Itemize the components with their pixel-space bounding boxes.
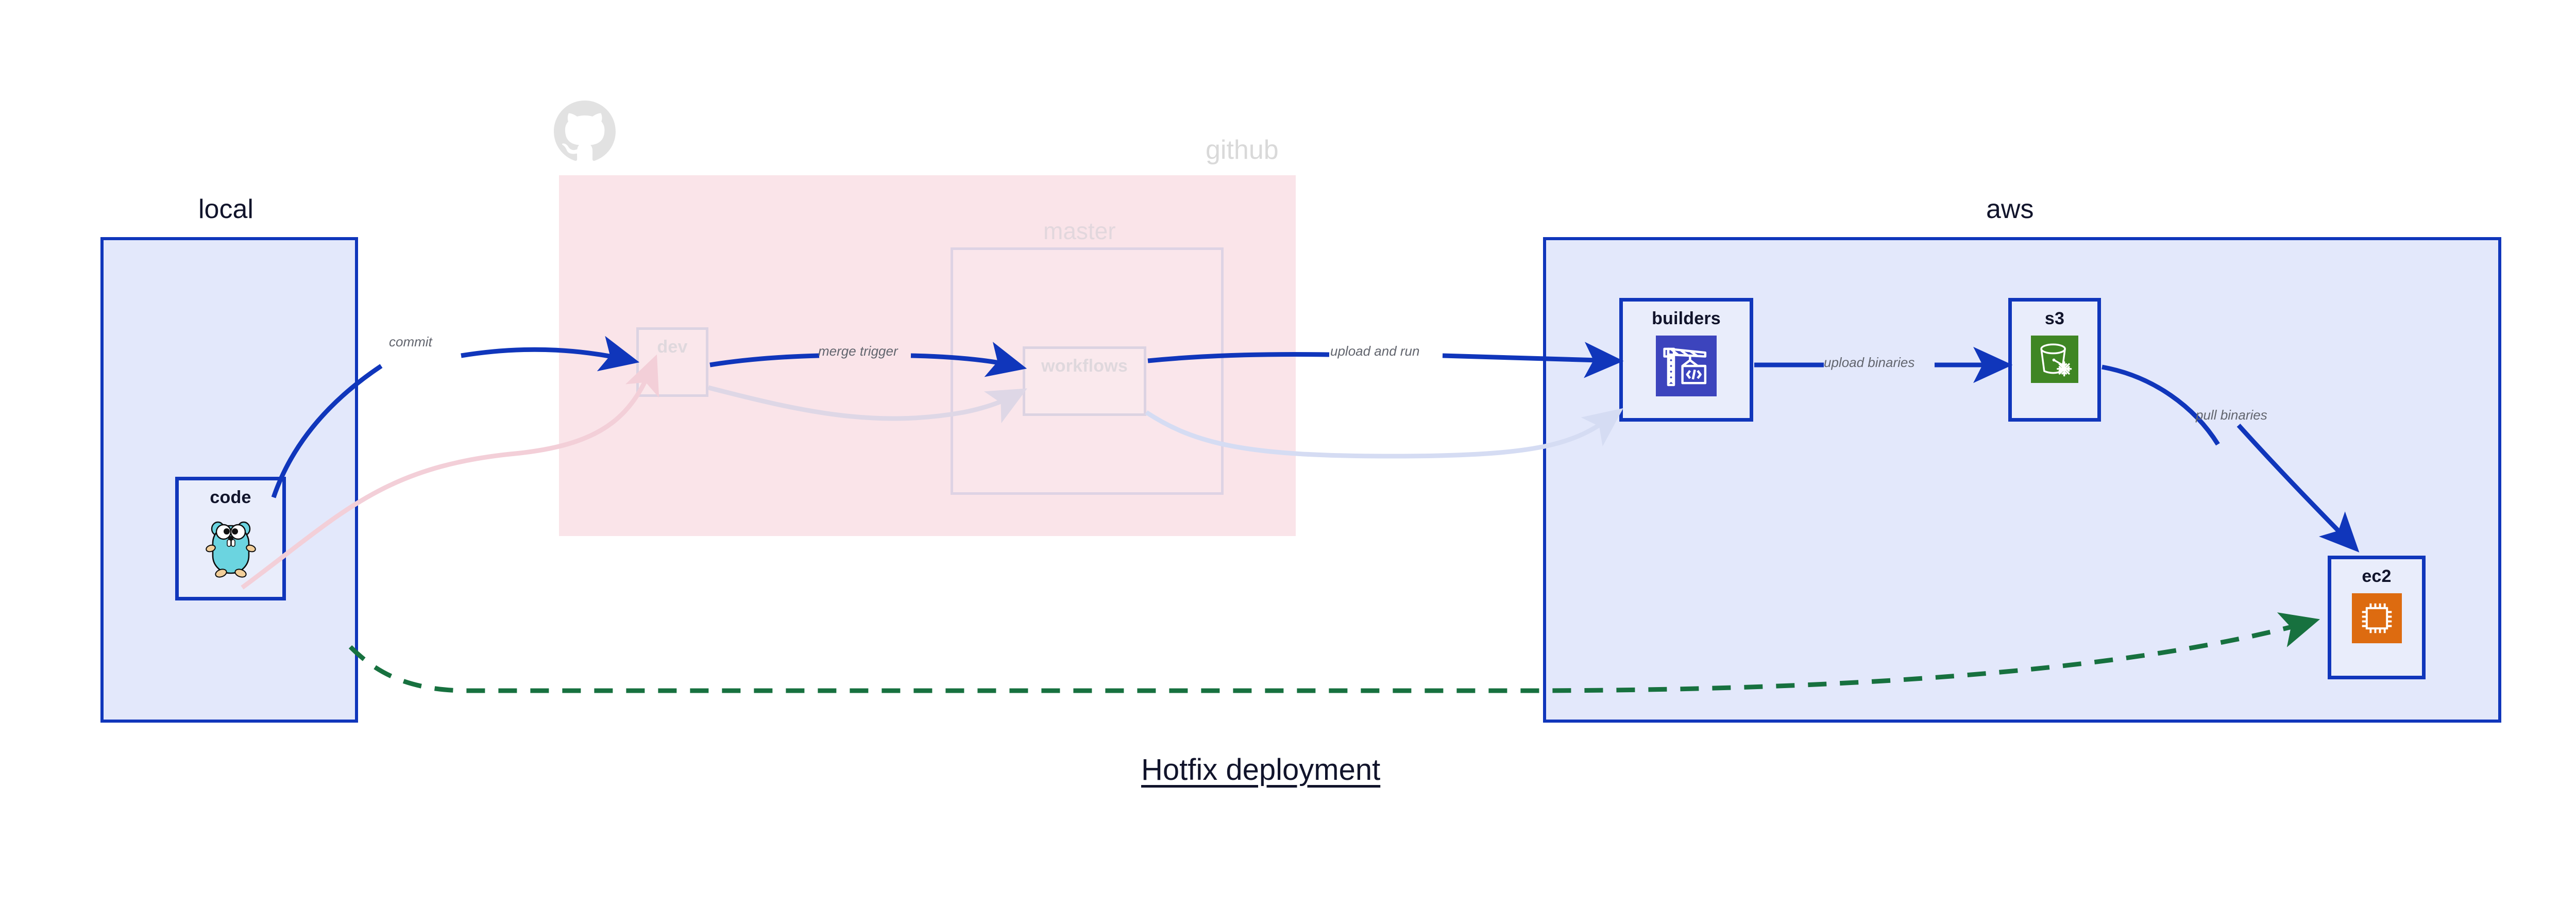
node-workflows-label: workflows: [1041, 356, 1128, 376]
node-code[interactable]: code: [175, 477, 286, 600]
diagram-title: Hotfix deployment: [1141, 753, 1381, 787]
node-builders-label: builders: [1652, 309, 1721, 328]
subgroup-label-master: master: [1043, 218, 1116, 244]
node-dev-label: dev: [657, 337, 688, 357]
node-dev[interactable]: dev: [636, 327, 708, 397]
node-ec2-label: ec2: [2362, 566, 2392, 586]
github-octocat-icon: [554, 101, 616, 162]
node-code-label: code: [210, 488, 251, 507]
go-gopher-icon: [202, 514, 259, 583]
aws-s3-icon: [2031, 336, 2078, 386]
node-workflows[interactable]: workflows: [1023, 346, 1146, 416]
edge-label-pull-binaries: pull binaries: [2196, 407, 2267, 423]
node-ec2[interactable]: ec2: [2328, 556, 2426, 679]
node-builders[interactable]: builders: [1619, 298, 1753, 422]
node-s3[interactable]: s3: [2008, 298, 2101, 422]
group-label-github: github: [1206, 135, 1279, 165]
edge-label-commit: commit: [389, 334, 432, 349]
edge-label-upload-and-run: upload and run: [1330, 343, 1420, 359]
group-label-aws: aws: [1986, 194, 2034, 224]
node-s3-label: s3: [2044, 309, 2065, 328]
group-label-local: local: [198, 194, 253, 224]
aws-ec2-icon: [2351, 593, 2402, 646]
edge-label-upload-binaries: upload binaries: [1824, 355, 1915, 370]
aws-codebuild-icon: [1656, 336, 1717, 399]
edge-label-merge-trigger: merge trigger: [818, 343, 898, 359]
